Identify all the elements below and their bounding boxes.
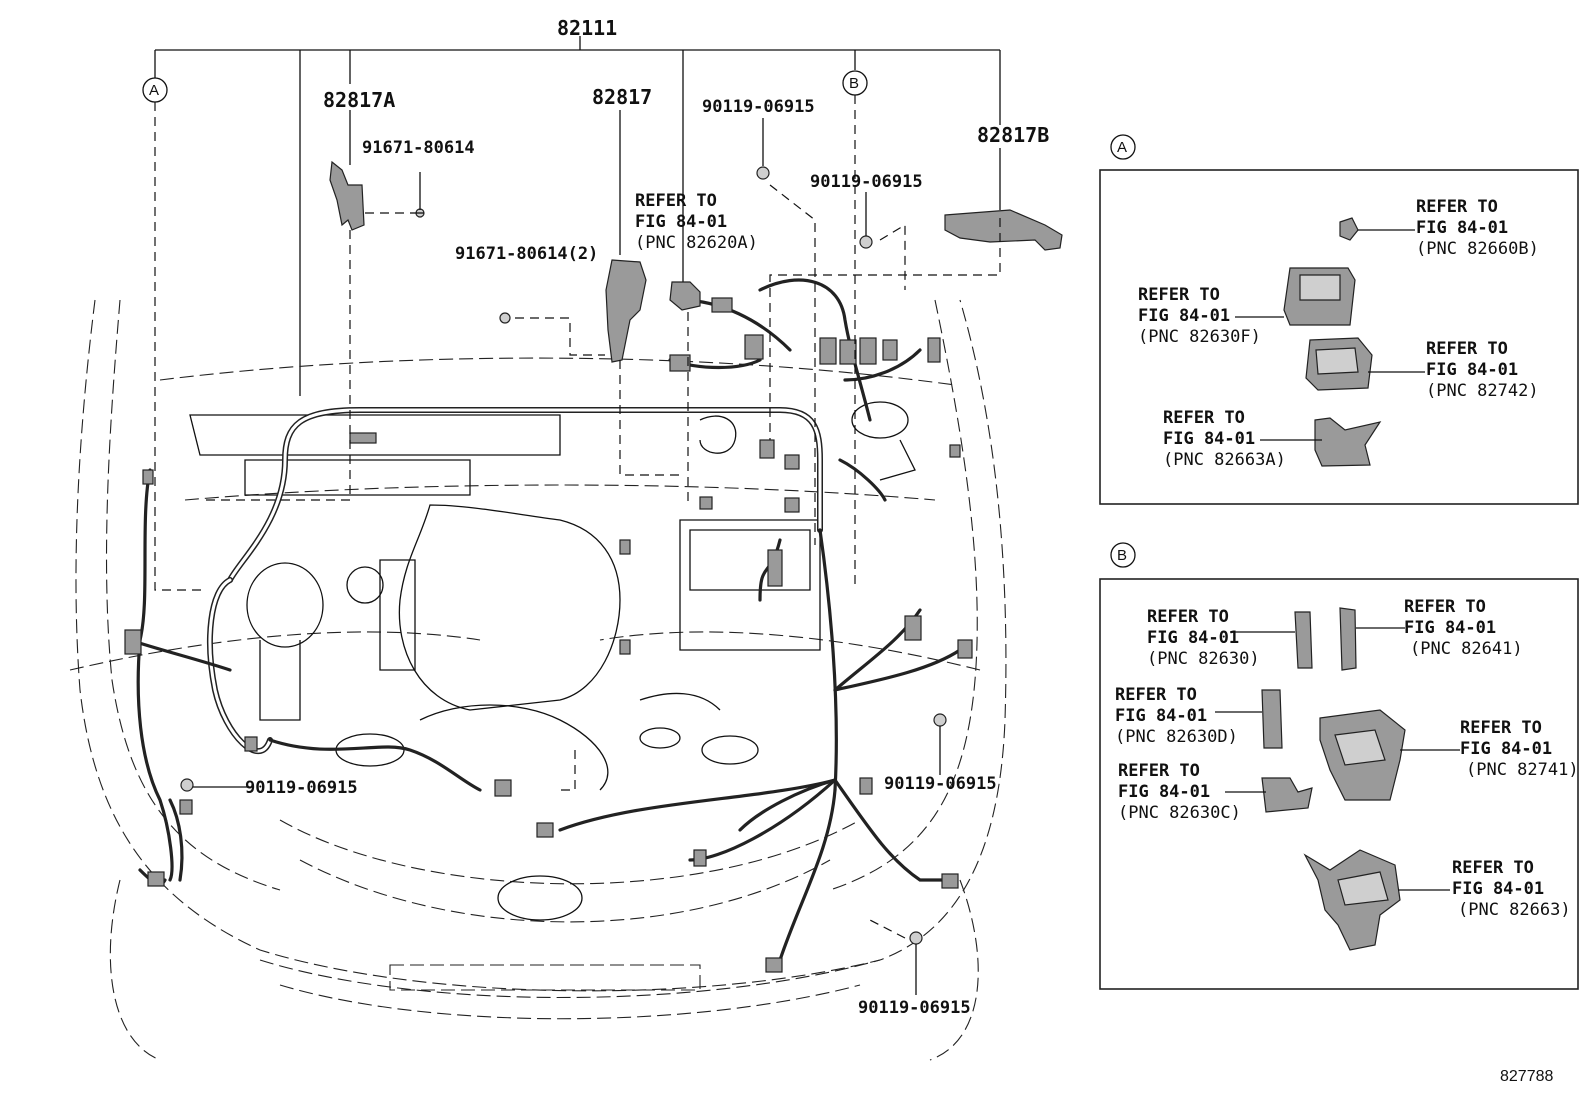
part-number-82817B: 82817B xyxy=(977,123,1049,147)
refer-note-82620A: REFER TO FIG 84-01 (PNC 82620A) xyxy=(635,191,758,253)
inset-b-ref-1-line3: (PNC 82630) xyxy=(1147,649,1260,669)
inset-b-ref-2-line3: (PNC 82641) xyxy=(1410,639,1523,659)
inset-b-ref-2-line2: FIG 84-01 xyxy=(1404,618,1496,638)
inset-a-ref-4-line2: FIG 84-01 xyxy=(1163,429,1255,449)
fastener-shapes xyxy=(180,166,947,945)
connectors xyxy=(124,297,973,973)
inset-a-ref-1-line1: REFER TO xyxy=(1416,197,1498,217)
dashed-leaders xyxy=(154,95,1001,939)
callout-circle-b: B xyxy=(842,70,868,96)
refer-line1: REFER TO xyxy=(635,191,717,211)
bolt-label-upper-left: 91671-80614 xyxy=(362,138,475,158)
figure-id: 827788 xyxy=(1500,1068,1553,1085)
inset-b-ref-3-line2: FIG 84-01 xyxy=(1115,706,1207,726)
inset-b-ref-5-line1: REFER TO xyxy=(1118,761,1200,781)
inset-b: B REFER TO FIG 84-01 (PNC 82630) REFER T… xyxy=(1099,542,1579,990)
inset-b-ref-4-line3: (PNC 82741) xyxy=(1466,760,1579,780)
inset-b-ref-1-line1: REFER TO xyxy=(1147,607,1229,627)
inset-a-title: A xyxy=(1117,139,1127,156)
part-number-82111: 82111 xyxy=(557,16,617,40)
inset-a-ref-2-line1: REFER TO xyxy=(1138,285,1220,305)
main-harness xyxy=(128,278,962,962)
bracket-82817-shape xyxy=(605,259,647,363)
clip-label-top-right: 90119-06915 xyxy=(810,172,923,192)
inset-a: A REFER TO FIG 84-01 (PNC 82660B) REFER … xyxy=(1099,134,1579,505)
inset-b-ref-4-line2: FIG 84-01 xyxy=(1460,739,1552,759)
inset-a-ref-3-line1: REFER TO xyxy=(1426,339,1508,359)
svg-text:A: A xyxy=(149,82,159,99)
part-number-82817A: 82817A xyxy=(323,88,395,112)
inset-b-ref-6-line3: (PNC 82663) xyxy=(1458,900,1571,920)
bracket-82817B-shape xyxy=(944,209,1063,251)
inset-b-ref-5-line3: (PNC 82630C) xyxy=(1118,803,1241,823)
clip-82620A-shape xyxy=(669,281,701,311)
inset-b-ref-6-line1: REFER TO xyxy=(1452,858,1534,878)
engine-bay xyxy=(189,401,916,791)
callout-circle-a: A xyxy=(142,77,168,103)
bracket-82817A-shape xyxy=(329,160,365,231)
inset-b-title: B xyxy=(1117,547,1127,564)
inset-a-ref-1-line2: FIG 84-01 xyxy=(1416,218,1508,238)
inset-a-ref-3-line3: (PNC 82742) xyxy=(1426,381,1539,401)
inset-a-ref-3-line2: FIG 84-01 xyxy=(1426,360,1518,380)
inset-a-ref-1-line3: (PNC 82660B) xyxy=(1416,239,1539,259)
clip-label-top: 90119-06915 xyxy=(702,97,815,117)
car-body-outline xyxy=(69,299,1007,1061)
inset-b-ref-1-line2: FIG 84-01 xyxy=(1147,628,1239,648)
inset-a-ref-2-line2: FIG 84-01 xyxy=(1138,306,1230,326)
label-leaders xyxy=(193,118,941,995)
bolt-label-center: 91671-80614(2) xyxy=(455,244,598,264)
inset-b-ref-3-line1: REFER TO xyxy=(1115,685,1197,705)
inset-b-ref-4-line1: REFER TO xyxy=(1460,718,1542,738)
clip-label-lower-right: 90119-06915 xyxy=(884,774,997,794)
part-number-82817: 82817 xyxy=(592,85,652,109)
inset-a-ref-4-line3: (PNC 82663A) xyxy=(1163,450,1286,470)
svg-text:B: B xyxy=(849,75,859,92)
inset-b-ref-6-line2: FIG 84-01 xyxy=(1452,879,1544,899)
inset-b-ref-5-line2: FIG 84-01 xyxy=(1118,782,1210,802)
inset-b-ref-3-line3: (PNC 82630D) xyxy=(1115,727,1238,747)
refer-line3: (PNC 82620A) xyxy=(635,233,758,253)
clip-label-lower-left: 90119-06915 xyxy=(245,778,358,798)
inset-a-ref-4-line1: REFER TO xyxy=(1163,408,1245,428)
clip-label-bottom: 90119-06915 xyxy=(858,998,971,1018)
inset-b-ref-2-line1: REFER TO xyxy=(1404,597,1486,617)
leader-frame xyxy=(154,36,1001,396)
inset-a-ref-2-line3: (PNC 82630F) xyxy=(1138,327,1261,347)
refer-line2: FIG 84-01 xyxy=(635,212,727,232)
